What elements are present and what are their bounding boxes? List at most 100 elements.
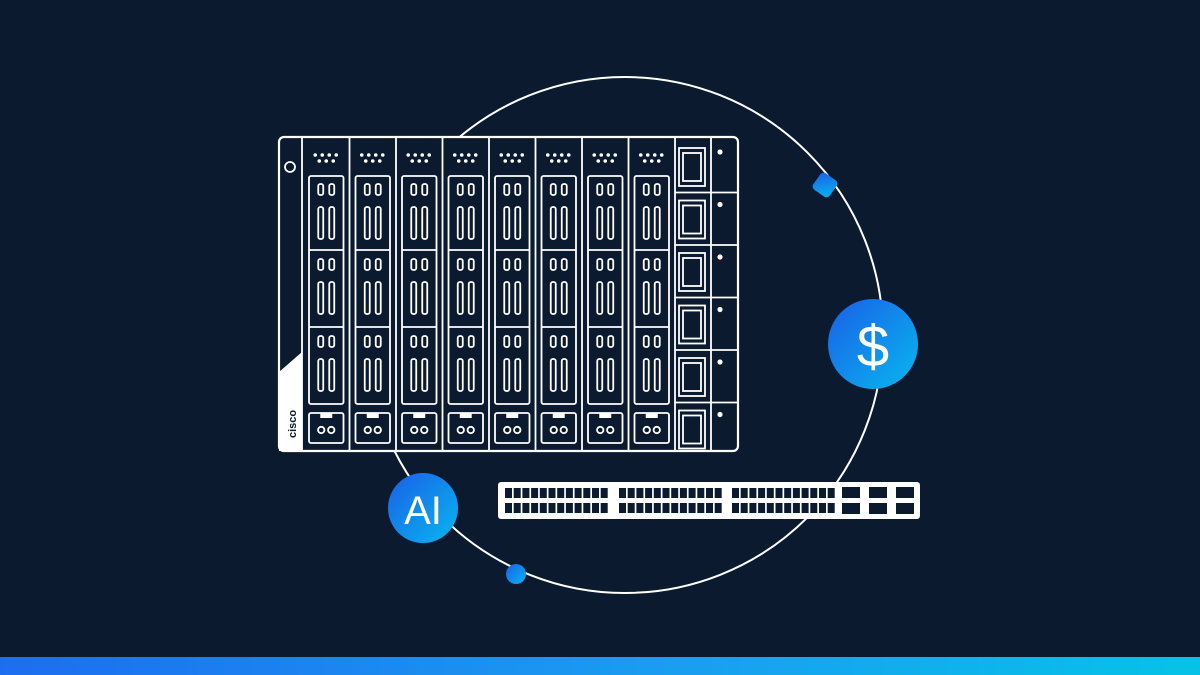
drive-sled [308, 175, 345, 405]
switch-port [619, 503, 626, 513]
switch-port [714, 488, 722, 498]
drive-slot [421, 183, 429, 196]
drive-handle [514, 281, 522, 315]
drive-slot [317, 258, 325, 271]
latch-hole [606, 425, 615, 435]
drive-handle [456, 358, 464, 392]
ai-badge-icon: AI [388, 473, 458, 543]
vent-dot [473, 153, 478, 157]
vent-dot [566, 153, 571, 157]
drive-handle [653, 358, 661, 392]
vent-dot [499, 153, 504, 157]
drive-slot [503, 183, 511, 196]
drive-handle [596, 281, 604, 315]
drive-slot [596, 335, 604, 348]
vent-dot [331, 159, 336, 163]
latch-hole [373, 425, 382, 435]
switch-port [557, 488, 565, 498]
vent-dot [359, 153, 364, 157]
vent-dot [377, 159, 382, 163]
status-led [717, 149, 723, 155]
drive-handle [549, 206, 557, 240]
switch-port [732, 503, 739, 513]
drive-slot [514, 183, 522, 196]
vent-dot [613, 153, 618, 157]
drive-slot [328, 183, 336, 196]
latch-hole [363, 425, 372, 435]
switch-port [758, 488, 766, 498]
drive-latch-tab [459, 413, 472, 418]
drive-latch-tab [366, 413, 379, 418]
drive-slot [317, 183, 325, 196]
drive-handle [560, 281, 568, 315]
drive-handle [549, 358, 557, 392]
vent-dot [413, 153, 418, 157]
switch-port [600, 488, 608, 498]
vent-dot [592, 153, 597, 157]
vent-dot [603, 159, 608, 163]
switch-port [688, 503, 696, 513]
latch-hole [513, 425, 522, 435]
switch-port [775, 503, 783, 513]
switch-port [688, 488, 696, 498]
drive-slot [421, 335, 429, 348]
switch-port [583, 503, 591, 513]
vent-dot [652, 153, 657, 157]
drive-slot [549, 183, 557, 196]
switch-port [583, 488, 591, 498]
drive-latch-tab [552, 413, 565, 418]
latch-hole [410, 425, 419, 435]
vent-dot [466, 153, 471, 157]
drive-handle [514, 358, 522, 392]
vent-dot [470, 159, 475, 163]
server-chassis-icon: cisco [277, 135, 740, 453]
drive-handle [421, 358, 429, 392]
drive-handle [410, 281, 418, 315]
drive-handle [317, 281, 325, 315]
port-frame [678, 252, 706, 292]
drive-latch-tab [506, 413, 519, 418]
dollar-icon: $ [828, 299, 918, 389]
vent-dot [549, 159, 554, 163]
vent-dot [313, 153, 318, 157]
drive-slot [607, 183, 615, 196]
network-switch-icon [498, 482, 920, 519]
drive-handle [374, 206, 382, 240]
vent-dot [406, 153, 411, 157]
drive-latch-tab [599, 413, 612, 418]
vent-dot [420, 153, 425, 157]
status-led [717, 306, 723, 313]
vent-dot [424, 159, 429, 163]
switch-port [740, 503, 748, 513]
drive-slot [363, 335, 371, 348]
uplink-port [869, 503, 887, 514]
drive-slot [514, 335, 522, 348]
switch-port [574, 488, 582, 498]
switch-port [792, 503, 800, 513]
vent-dot [559, 153, 564, 157]
uplink-port [842, 487, 860, 498]
vent-dot [452, 153, 457, 157]
drive-handle [410, 358, 418, 392]
switch-port [627, 503, 635, 513]
latch-hole [503, 425, 512, 435]
drive-handle [560, 206, 568, 240]
drive-sled [587, 175, 624, 405]
vent-dot [545, 153, 550, 157]
status-led [717, 411, 723, 418]
drive-handle [642, 281, 650, 315]
switch-port [671, 503, 679, 513]
switch-port [548, 503, 556, 513]
switch-port [636, 503, 644, 513]
drive-handle [467, 358, 475, 392]
drive-handle [317, 358, 325, 392]
uplink-port [896, 503, 914, 514]
switch-port [600, 503, 608, 513]
drive-slot [642, 183, 650, 196]
drive-handle [363, 281, 371, 315]
drive-slot [410, 258, 418, 271]
orbit-dot-marker [506, 564, 526, 584]
drive-handle [456, 206, 464, 240]
drive-slot [596, 183, 604, 196]
switch-port [592, 488, 599, 498]
